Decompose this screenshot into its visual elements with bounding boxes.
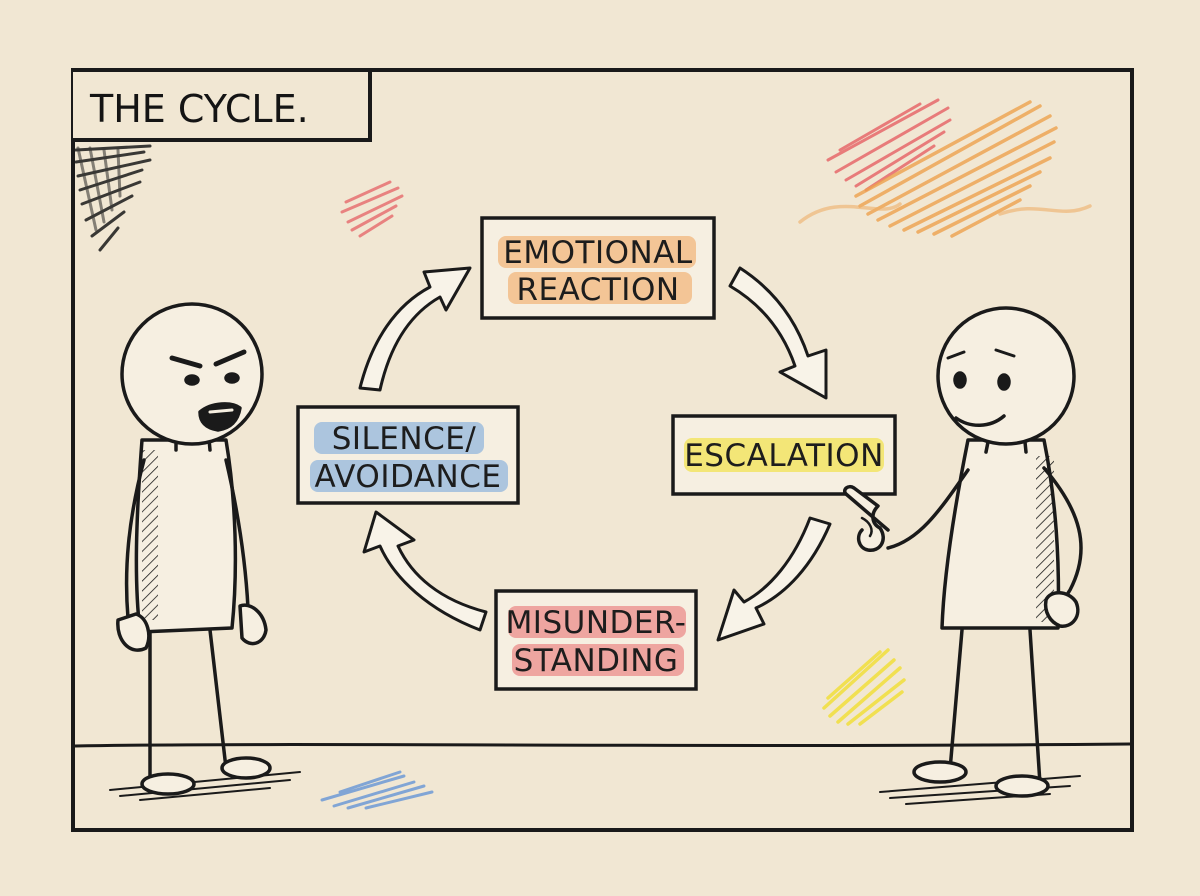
angry-person-figure [109,302,301,801]
smile-mouth [954,414,1006,427]
node-label-line: AVOIDANCE [315,459,502,495]
node-label-line: REACTION [516,272,679,308]
left-figure-head [120,302,264,446]
diagram-title: THE CYCLE. [89,87,309,131]
red-scribble-top-right [826,98,952,192]
yellow-scribble [822,648,906,726]
angry-eyebrows [169,349,247,369]
black-corner-scribble [74,144,152,252]
cycle-arrows [358,266,832,642]
node-label-line: EMOTIONAL [503,235,693,271]
node-label-line: ESCALATION [684,438,884,474]
arrow-silence-to-emotional [358,266,472,392]
red-scribble-small [340,180,404,238]
arrow-escalation-to-misunderstanding [716,516,832,642]
left-figure-fist-right [238,603,268,646]
highlight-silence [314,422,484,454]
title-box: THE CYCLE. [73,68,372,142]
right-figure-fist [1043,591,1080,628]
highlight-misunderstanding [508,606,686,638]
crayon-scribbles [74,98,1092,810]
pointing-hand [842,484,890,552]
highlight-escalation [684,438,884,472]
orange-scribble-top-right [798,100,1092,238]
highlight-emotional [498,236,696,268]
ground-line [74,742,1131,748]
arrow-misunderstanding-to-silence [362,510,488,632]
node-misunderstanding: MISUNDER- STANDING [494,589,698,691]
smiling-pointing-person-figure [842,306,1083,805]
node-label-line: SILENCE/ [332,421,477,457]
node-label-line: MISUNDER- [506,605,687,641]
node-escalation: ESCALATION [671,414,897,496]
node-silence-avoidance: SILENCE/ AVOIDANCE [296,405,520,505]
blue-scribble [320,770,434,810]
arrow-emotional-to-escalation [728,266,828,400]
node-emotional-reaction: EMOTIONAL REACTION [480,216,716,320]
panel-frame [71,68,1134,832]
left-figure-fist-left [116,612,151,652]
node-label-line: STANDING [514,643,679,679]
